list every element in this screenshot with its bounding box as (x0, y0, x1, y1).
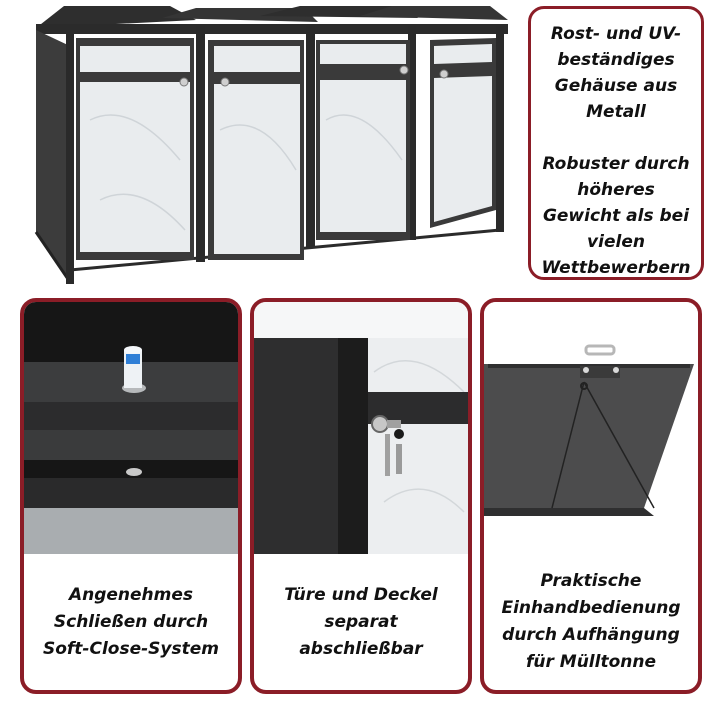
lock-icon (371, 415, 389, 433)
feature-box: Rost- und UV-beständiges Gehäuse aus Met… (528, 6, 704, 280)
caption-lid-hanger: Praktische Einhandbedienung durch Aufhän… (501, 571, 681, 672)
feature-text-rust-uv: Rost- und UV-beständiges Gehäuse aus Met… (550, 24, 682, 122)
lock-icon (179, 77, 189, 87)
caption-lockable: Türe und Deckel separat abschließbar (284, 584, 438, 659)
caption-soft-close: Angenehmes Schließen durch Soft-Close-Sy… (42, 584, 219, 659)
card-soft-close: Angenehmes Schließen durch Soft-Close-Sy… (20, 298, 242, 694)
photo-door-lock-keys (254, 302, 468, 554)
feature-text-robust: Robuster durch höheres Gewicht als bei v… (541, 154, 691, 278)
photo-lid-chain-hanger (484, 302, 698, 554)
card-lid-hanger: Praktische Einhandbedienung durch Aufhän… (480, 298, 702, 694)
product-image-bin-enclosure (0, 0, 510, 290)
card-lockable: Türe und Deckel separat abschließbar (250, 298, 472, 694)
lid-4 (360, 6, 508, 20)
photo-soft-close-damper (24, 302, 238, 554)
lid-1 (36, 6, 196, 28)
